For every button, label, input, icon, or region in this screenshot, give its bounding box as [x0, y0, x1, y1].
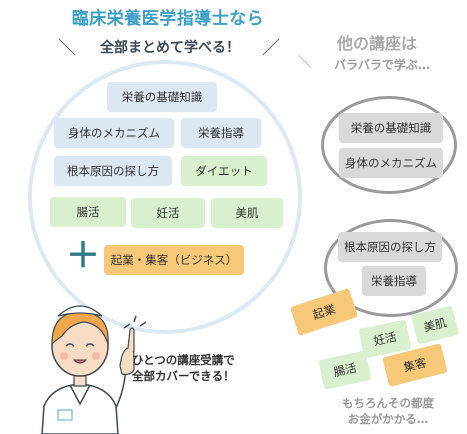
plus-icon: ＋ — [66, 236, 100, 276]
pill-diet: ダイエット — [181, 156, 267, 186]
other-course-circle-1 — [321, 96, 457, 194]
scatter-pill-entrepreneurship: 起業 — [289, 288, 359, 336]
nurse-illustration — [41, 305, 135, 434]
all-in-one-circle — [28, 60, 302, 334]
left-title: 臨床栄養医学指導士なら — [71, 9, 265, 29]
gray-pill-nutrition-basics: 栄養の基礎知識 — [339, 113, 443, 143]
slash-left-decoration-right: ＼ — [298, 55, 312, 71]
gray-pill-body-mechanism: 身体のメカニズム — [339, 148, 443, 178]
sparkle-icon — [123, 316, 147, 329]
cost-note-line-2: お金がかかる… — [347, 412, 429, 426]
other-course-circle-2 — [324, 219, 458, 317]
gray-pill-root-cause: 根本原因の探し方 — [338, 232, 442, 262]
pill-fertility: 妊活 — [131, 198, 205, 228]
cost-note: もちろんその都度 お金がかかる… — [326, 395, 450, 427]
pill-business: 起業・集客（ビジネス） — [104, 245, 244, 275]
cost-note-line-1: もちろんその都度 — [342, 396, 434, 410]
pill-nutrition-guidance: 栄養指導 — [181, 118, 261, 148]
right-subtitle: バラバラで学ぶ… — [334, 58, 430, 72]
speech-text: ひとつの講座受講で 全部カバーできる！ — [132, 352, 262, 384]
gray-pill-nutrition-guidance: 栄養指導 — [362, 266, 426, 296]
pill-body-mechanism: 身体のメカニズム — [54, 118, 174, 148]
speech-line-1: ひとつの講座受講で — [132, 353, 235, 367]
pill-skin: 美肌 — [211, 198, 283, 228]
slash-left-decoration: ＼ — [58, 38, 76, 59]
slash-right-decoration: ／ — [262, 38, 280, 59]
scatter-pill-gut-health: 腸活 — [318, 350, 372, 390]
pill-gut-health: 腸活 — [50, 197, 126, 227]
right-title: 他の講座は — [336, 34, 417, 53]
pill-root-cause: 根本原因の探し方 — [54, 156, 172, 186]
left-subtitle: 全部まとめて学べる！ — [100, 40, 240, 56]
speech-line-2: 全部カバーできる！ — [132, 369, 235, 383]
pill-nutrition-basics: 栄養の基礎知識 — [107, 82, 217, 112]
